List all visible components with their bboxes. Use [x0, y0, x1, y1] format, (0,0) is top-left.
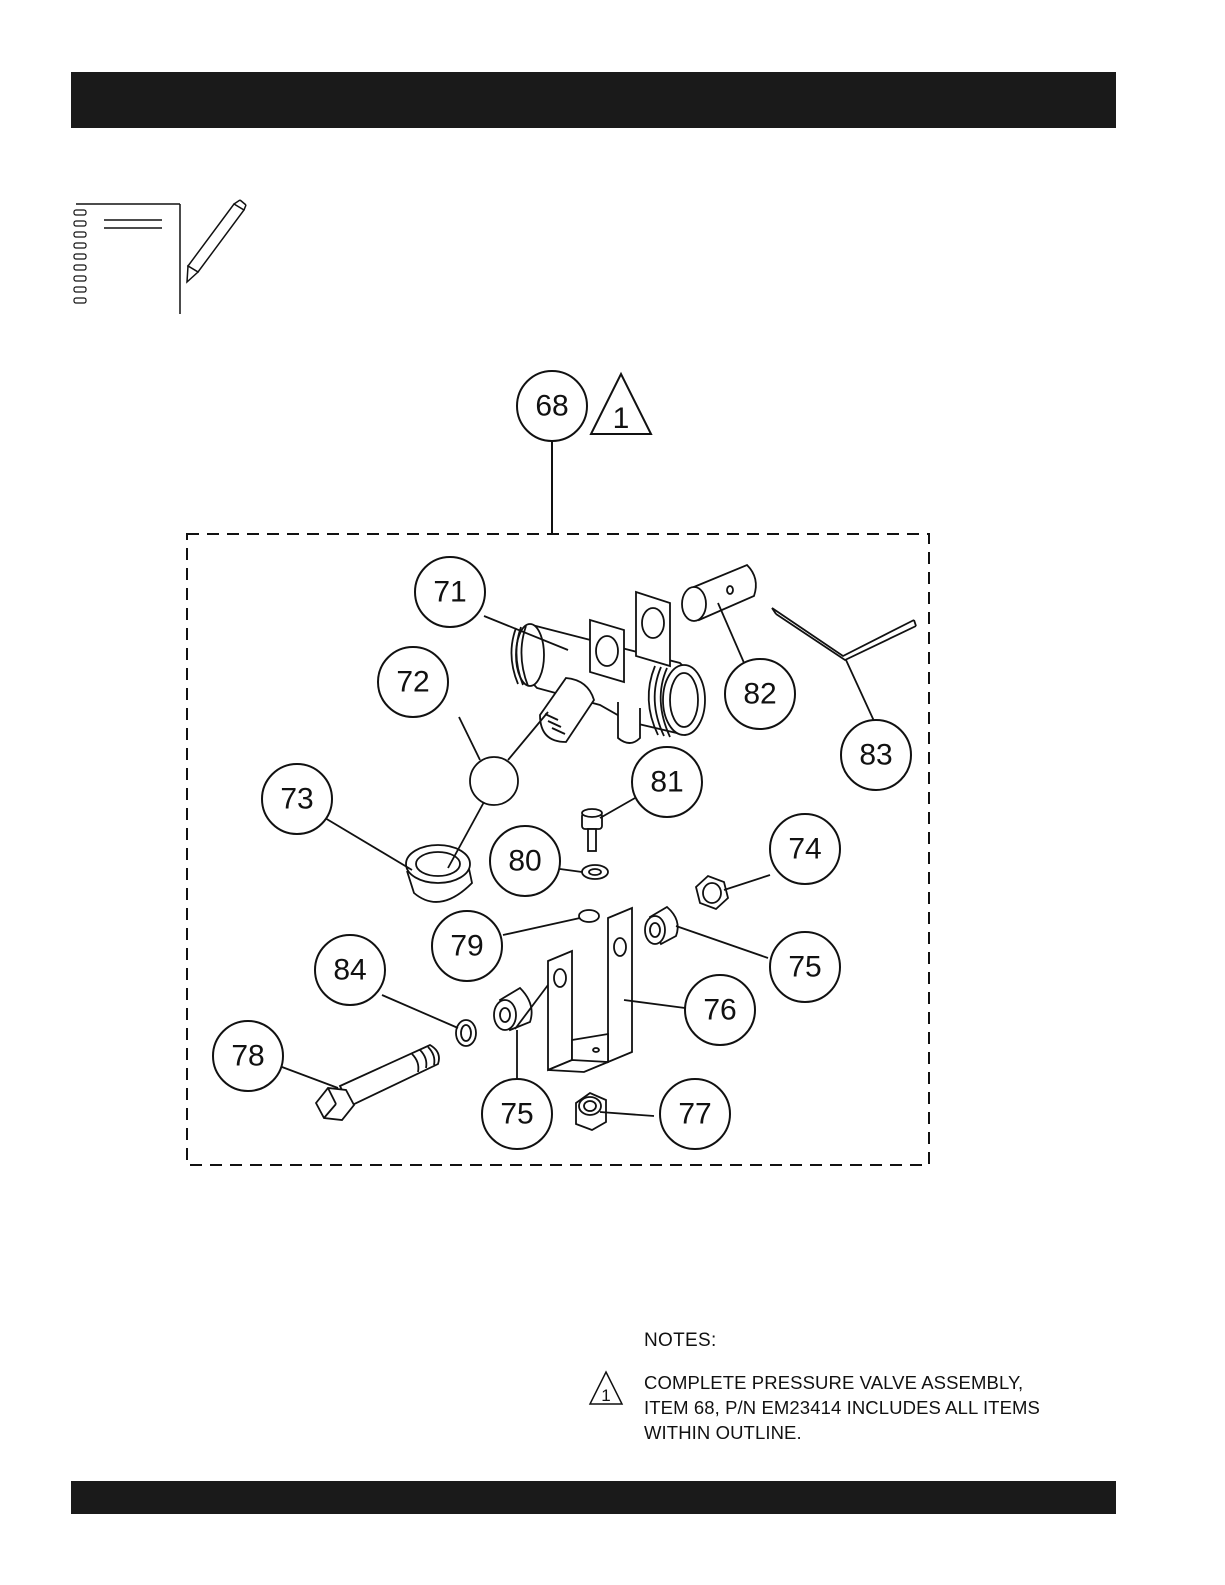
washer-84: [456, 1020, 476, 1046]
callout-71: 71: [415, 557, 485, 627]
svg-text:74: 74: [788, 833, 821, 866]
callout-78: 78: [213, 1021, 283, 1091]
svg-text:83: 83: [859, 739, 892, 772]
svg-text:77: 77: [678, 1098, 711, 1131]
handle-rod: [772, 608, 916, 660]
note-line: COMPLETE PRESSURE VALVE ASSEMBLY,: [644, 1372, 1023, 1394]
svg-text:71: 71: [433, 576, 466, 609]
callout-72: 72: [378, 647, 448, 717]
assembly-note-triangle: 1: [591, 374, 651, 435]
note-line: WITHIN OUTLINE.: [644, 1422, 802, 1444]
svg-text:72: 72: [396, 666, 429, 699]
handle-sleeve: [682, 565, 756, 621]
note-line: ITEM 68, P/N EM23414 INCLUDES ALL ITEMS: [644, 1397, 1040, 1419]
callout-79: 79: [432, 911, 502, 981]
bolt-78: [316, 1045, 439, 1120]
note-triangle-icon: 1: [588, 1370, 624, 1406]
svg-text:75: 75: [788, 951, 821, 984]
callout-73: 73: [262, 764, 332, 834]
svg-text:84: 84: [333, 954, 366, 987]
callout-76: 76: [685, 975, 755, 1045]
callout-68: 68: [517, 371, 587, 441]
washer-79: [579, 910, 599, 922]
callout-77: 77: [660, 1079, 730, 1149]
svg-text:81: 81: [650, 766, 683, 799]
footer-bar: [71, 1481, 1116, 1514]
callout-84: 84: [315, 935, 385, 1005]
callout-74: 74: [770, 814, 840, 884]
svg-text:76: 76: [703, 994, 736, 1027]
callout-80: 80: [490, 826, 560, 896]
svg-text:1: 1: [613, 402, 630, 435]
svg-text:1: 1: [601, 1386, 610, 1405]
callout-83: 83: [841, 720, 911, 790]
seat: [406, 845, 472, 902]
svg-text:78: 78: [231, 1040, 264, 1073]
callout-82: 82: [725, 659, 795, 729]
svg-text:80: 80: [508, 845, 541, 878]
notes-heading: NOTES:: [644, 1330, 717, 1352]
svg-text:75: 75: [500, 1098, 533, 1131]
bushing-75-upper: [645, 907, 678, 944]
svg-text:73: 73: [280, 783, 313, 816]
bushing-75-lower: [494, 988, 532, 1030]
svg-text:68: 68: [535, 390, 568, 423]
ball: [470, 757, 518, 805]
washer-80: [582, 865, 608, 879]
nut-74: [696, 876, 728, 909]
bracket-76: [548, 908, 632, 1072]
svg-text:82: 82: [743, 678, 776, 711]
svg-text:79: 79: [450, 930, 483, 963]
pin-81: [582, 809, 602, 851]
callout-75-upper: 75: [770, 932, 840, 1002]
callout-75-lower: 75: [482, 1079, 552, 1149]
callout-81: 81: [632, 747, 702, 817]
